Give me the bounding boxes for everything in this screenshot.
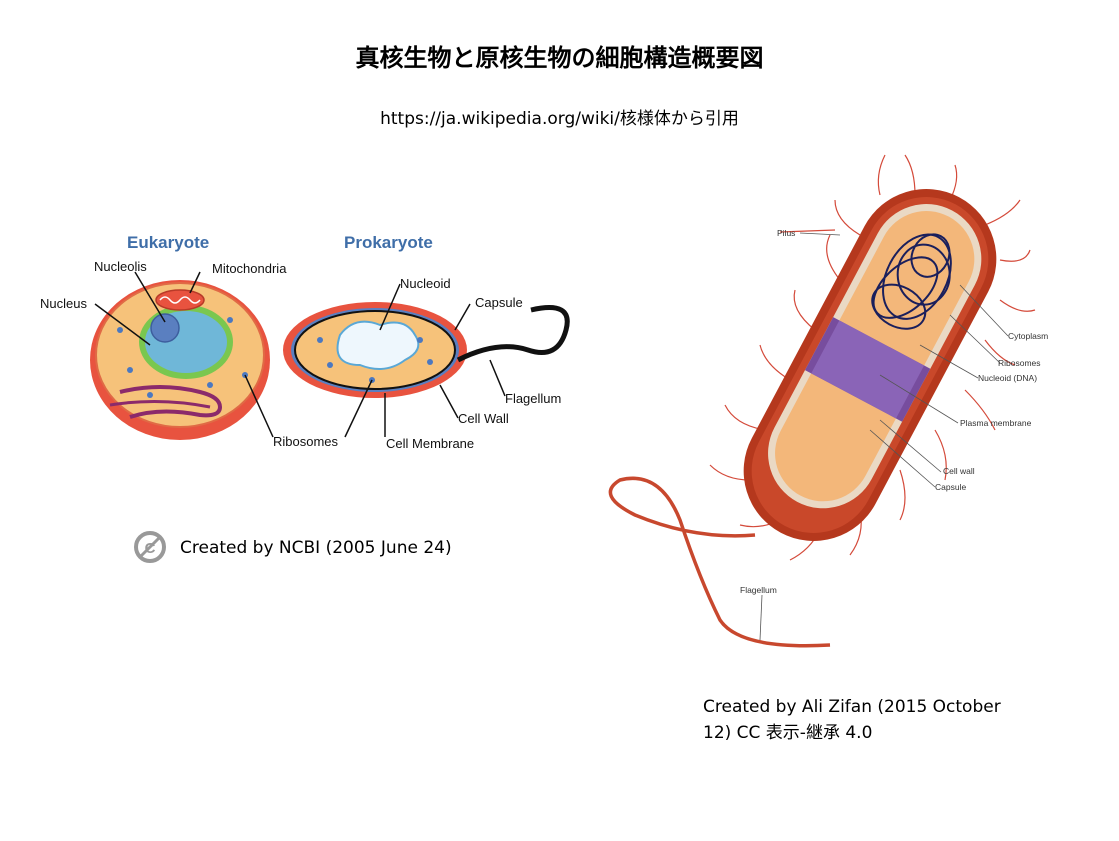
er-shape bbox=[119, 385, 223, 419]
label-capsule-left: Capsule bbox=[475, 295, 523, 310]
label-nucleoid-dna: Nucleoid (DNA) bbox=[978, 373, 1037, 383]
label-plasma-membrane: Plasma membrane bbox=[960, 418, 1032, 428]
prokaryote-heading: Prokaryote bbox=[344, 233, 433, 252]
flagellum-shape bbox=[456, 305, 570, 363]
label-flagellum-right: Flagellum bbox=[740, 585, 777, 595]
ncbi-credit: Created by NCBI (2005 June 24) bbox=[180, 538, 452, 558]
eukaryote-heading: Eukaryote bbox=[127, 233, 209, 252]
prokaryote-cell bbox=[283, 302, 570, 398]
nucleolus-shape bbox=[150, 313, 180, 343]
label-cell-wall-right: Cell wall bbox=[943, 466, 975, 476]
label-capsule-right: Capsule bbox=[935, 482, 966, 492]
label-mitochondria: Mitochondria bbox=[212, 261, 287, 276]
label-nucleoid: Nucleoid bbox=[400, 276, 451, 291]
label-pilus: Pilus bbox=[777, 228, 795, 238]
zifan-credit-line1: Created by Ali Zifan (2015 October bbox=[703, 697, 1001, 717]
source-caption: https://ja.wikipedia.org/wiki/核様体から引用 bbox=[380, 109, 739, 129]
label-nucleus: Nucleus bbox=[40, 296, 87, 311]
label-nucleolis: Nucleolis bbox=[94, 259, 147, 274]
nucleoid-shape bbox=[336, 320, 420, 370]
label-cell-wall-left: Cell Wall bbox=[458, 411, 509, 426]
label-ribosomes-right: Ribosomes bbox=[998, 358, 1041, 368]
label-cell-membrane: Cell Membrane bbox=[386, 436, 474, 451]
eukaryote-cell bbox=[90, 280, 270, 440]
label-cytoplasm: Cytoplasm bbox=[1008, 331, 1048, 341]
zifan-credit-line2: 12) CC 表示-継承 4.0 bbox=[703, 723, 873, 743]
public-domain-icon: C bbox=[134, 531, 166, 563]
label-ribosomes-left: Ribosomes bbox=[273, 434, 339, 449]
label-flagellum-left: Flagellum bbox=[505, 391, 561, 406]
bacterium-illustration bbox=[608, 154, 1036, 648]
page-title: 真核生物と原核生物の細胞構造概要図 bbox=[355, 44, 764, 72]
